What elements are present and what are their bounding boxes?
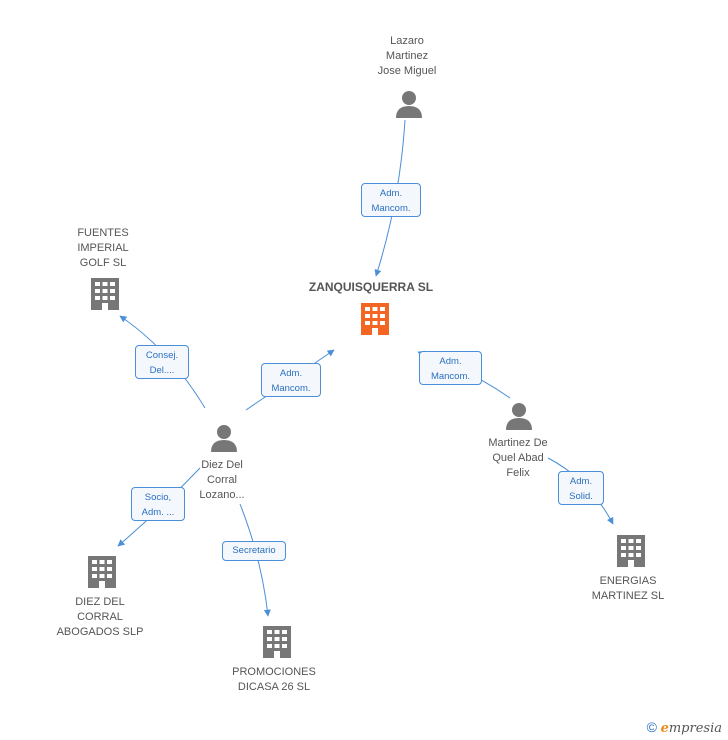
building-icon-promociones[interactable]: [263, 626, 291, 658]
node-label-lazaro[interactable]: Lazaro Martinez Jose Miguel: [377, 35, 437, 77]
footer-brand: © empresia: [647, 719, 722, 736]
edge-label-lazaro-main[interactable]: Adm. Mancom.: [361, 183, 421, 217]
node-label-diez-abogados[interactable]: DIEZ DEL CORRAL ABOGADOS SLP: [56, 596, 144, 638]
edge-label-quel-energias[interactable]: Adm. Solid.: [558, 471, 604, 505]
node-label-fuentes[interactable]: FUENTES IMPERIAL GOLF SL: [77, 227, 129, 269]
node-label-promociones[interactable]: PROMOCIONES DICASA 26 SL: [232, 666, 316, 693]
brand-initial: e: [660, 721, 669, 736]
node-label-energias[interactable]: ENERGIAS MARTINEZ SL: [591, 575, 665, 602]
person-icon-diez[interactable]: [211, 425, 237, 452]
copyright-symbol: ©: [646, 719, 657, 735]
main-company-label[interactable]: ZANQUISQUERRA SL: [308, 280, 434, 294]
edge-label-diez-promociones[interactable]: Secretario: [222, 541, 286, 561]
brand-name: mpresia: [668, 721, 722, 736]
node-label-diez[interactable]: Diez Del Corral Lozano...: [199, 459, 245, 501]
person-icon-lazaro[interactable]: [396, 91, 422, 118]
edge-label-diez-abogados[interactable]: Socio, Adm. ...: [131, 487, 185, 521]
building-icon-energias[interactable]: [617, 535, 645, 567]
edge-label-quel-main[interactable]: Adm. Mancom.: [419, 351, 482, 385]
node-label-martinez-quel[interactable]: Martinez De Quel Abad Felix: [488, 437, 548, 479]
edge-label-diez-main[interactable]: Adm. Mancom.: [261, 363, 321, 397]
person-icon-martinez-quel[interactable]: [506, 403, 532, 430]
building-icon-fuentes[interactable]: [91, 278, 119, 310]
building-icon-diez-abogados[interactable]: [88, 556, 116, 588]
main-company-icon[interactable]: [361, 303, 389, 335]
edge-label-diez-fuentes[interactable]: Consej. Del....: [135, 345, 189, 379]
